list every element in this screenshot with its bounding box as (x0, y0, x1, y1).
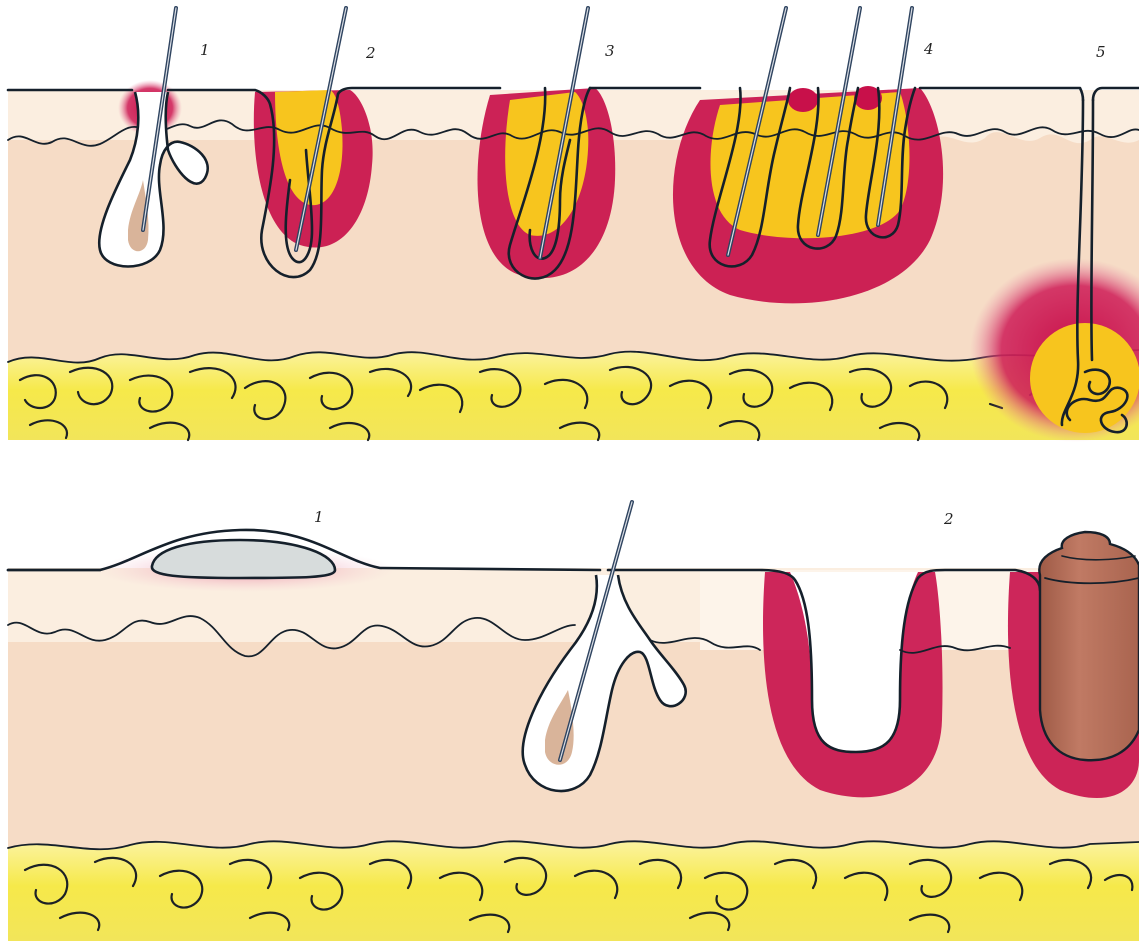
lesion-4-red-spot-a (788, 88, 818, 112)
label-top-2: 2 (365, 44, 376, 62)
label-bottom-1: 1 (314, 508, 324, 526)
top-fat-layer (8, 350, 1139, 440)
bottom-fat-layer (8, 841, 1139, 941)
label-top-4: 4 (923, 40, 934, 58)
bottom-panel: 1 2 (8, 502, 1139, 941)
top-panel: 1 2 3 4 5 (8, 8, 1139, 442)
vesicle-cavity (152, 540, 335, 578)
crusted-lesion (1039, 532, 1139, 760)
label-bottom-2: 2 (943, 510, 954, 528)
label-top-3: 3 (605, 42, 615, 60)
scab (1039, 532, 1139, 760)
label-top-5: 5 (1096, 43, 1106, 61)
label-top-1: 1 (200, 41, 210, 59)
